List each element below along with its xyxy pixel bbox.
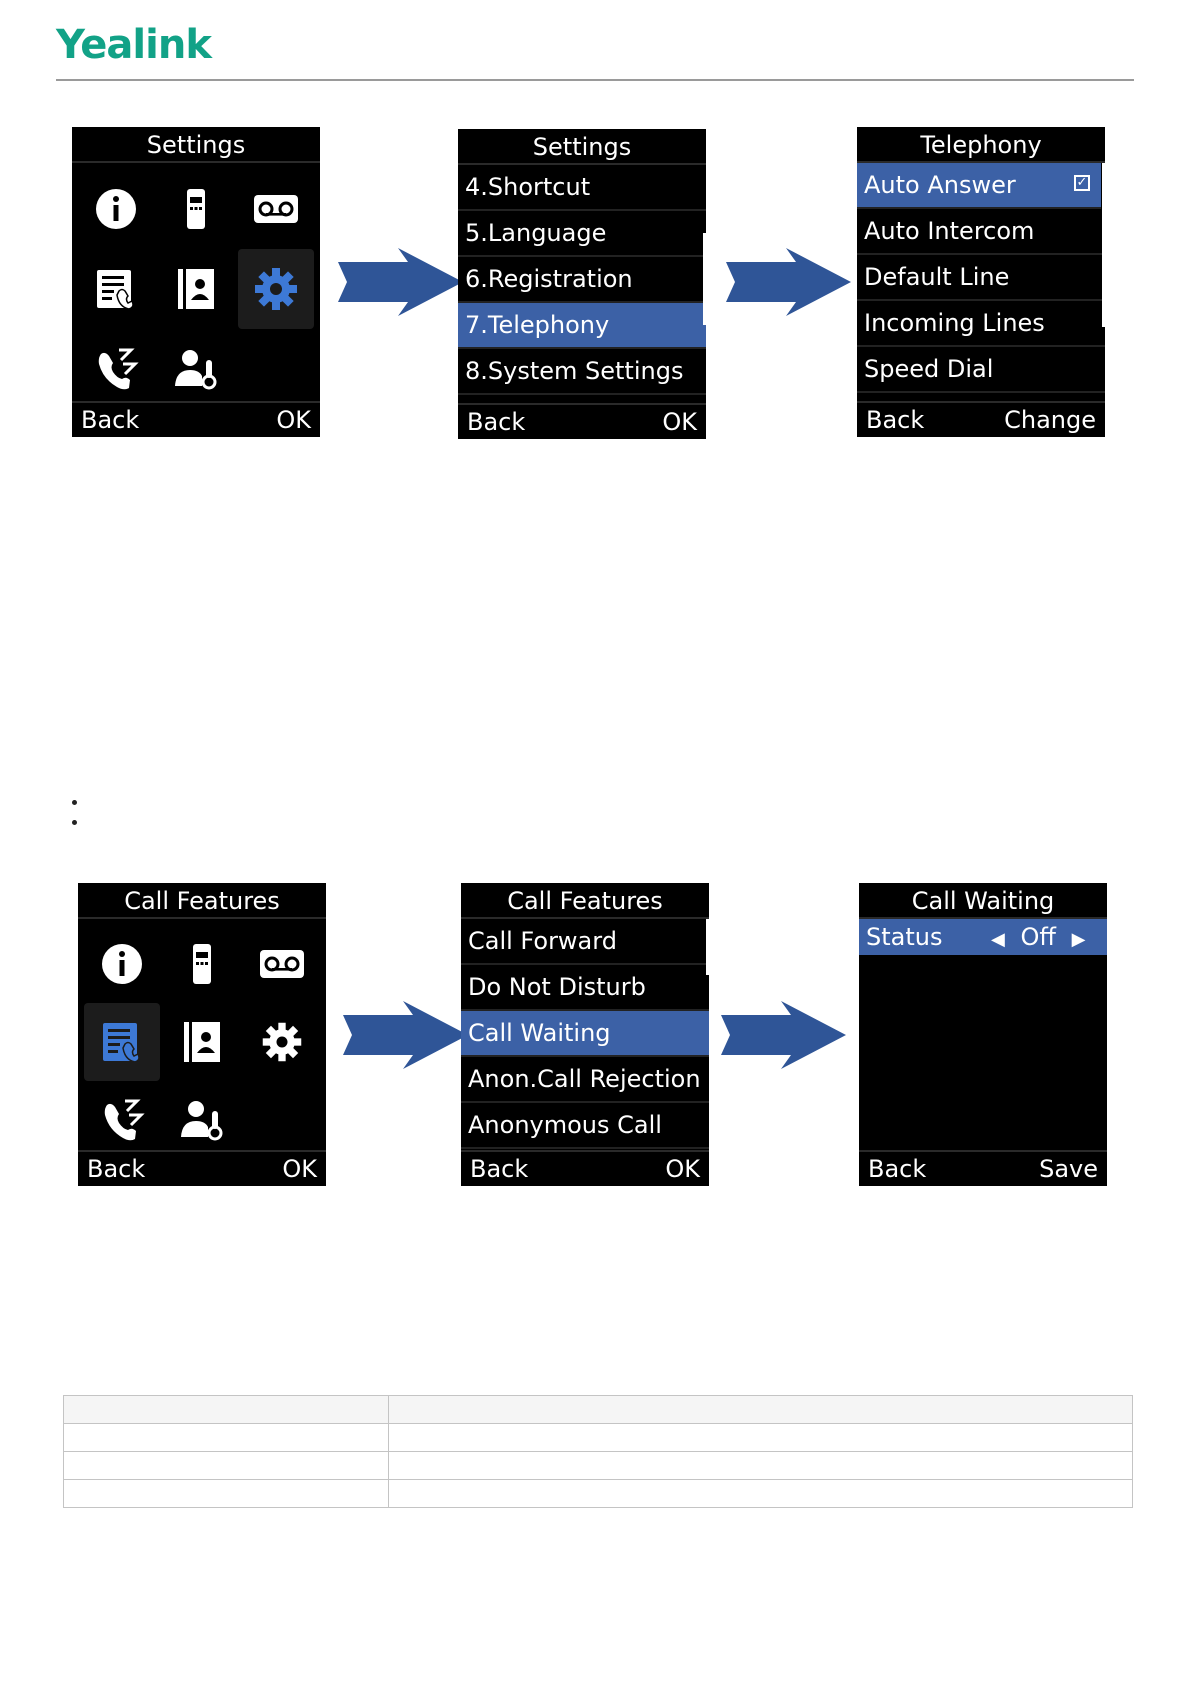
menu-item-call-waiting[interactable]: Call Waiting	[461, 1011, 709, 1057]
status-label: Status	[866, 923, 943, 951]
call-features-icon[interactable]	[78, 249, 154, 329]
contacts-icon[interactable]	[158, 249, 234, 329]
menu-item-auto-intercom[interactable]: Auto Intercom	[857, 209, 1105, 255]
table-cell	[63, 1479, 389, 1508]
ok-softkey[interactable]: OK	[662, 408, 697, 436]
screen-title: Settings	[72, 127, 320, 163]
call-features-list: Call Forward Do Not Disturb Call Waiting…	[461, 919, 709, 1149]
table-cell	[388, 1423, 1133, 1452]
admin-icon[interactable]	[158, 329, 234, 409]
screen-title: Call Features	[78, 883, 326, 919]
screen-title: Telephony	[857, 127, 1105, 163]
ok-softkey[interactable]: OK	[282, 1155, 317, 1183]
ok-softkey[interactable]: OK	[665, 1155, 700, 1183]
arrow-icon	[721, 1001, 846, 1069]
header-divider	[56, 79, 1134, 81]
back-softkey[interactable]: Back	[470, 1155, 529, 1183]
arrow-icon	[338, 248, 463, 316]
menu-item-system-settings[interactable]: 8.System Settings	[458, 349, 706, 395]
settings-gear-icon[interactable]	[238, 249, 314, 329]
table-cell	[388, 1395, 1133, 1424]
intercom-icon[interactable]	[84, 1081, 160, 1159]
status-field[interactable]: Status ◀ Off ▶	[859, 919, 1107, 955]
change-softkey[interactable]: Change	[1004, 406, 1096, 434]
menu-item-do-not-disturb[interactable]: Do Not Disturb	[461, 965, 709, 1011]
softkey-bar: Back OK	[72, 401, 320, 437]
menu-item-anon-call-rejection[interactable]: Anon.Call Rejection	[461, 1057, 709, 1103]
call-features-icon[interactable]	[84, 1003, 160, 1081]
left-arrow-icon[interactable]: ◀	[991, 929, 1005, 950]
softkey-bar: Back OK	[78, 1150, 326, 1186]
back-softkey[interactable]: Back	[868, 1155, 927, 1183]
table-row	[63, 1423, 1133, 1452]
status-value: Off	[1020, 923, 1056, 951]
menu-item-telephony[interactable]: 7.Telephony	[458, 303, 706, 349]
voicemail-icon[interactable]	[244, 925, 320, 1003]
bullet-marker	[72, 820, 77, 825]
table-row	[63, 1451, 1133, 1480]
settings-gear-icon[interactable]	[244, 1003, 320, 1081]
contacts-icon[interactable]	[164, 1003, 240, 1081]
voicemail-icon[interactable]	[238, 169, 314, 249]
menu-item-anonymous-call[interactable]: Anonymous Call	[461, 1103, 709, 1149]
table-row	[63, 1479, 1133, 1508]
table-cell	[63, 1395, 389, 1424]
fig2-call-features-icon-menu: Call Features Back OK	[78, 883, 326, 1186]
screen-title: Settings	[458, 129, 706, 165]
menu-item-call-forward[interactable]: Call Forward	[461, 919, 709, 965]
bullet-marker	[72, 800, 77, 805]
info-icon[interactable]	[78, 169, 154, 249]
arrow-icon	[726, 248, 851, 316]
menu-item-default-line[interactable]: Default Line	[857, 255, 1105, 301]
handset-icon[interactable]	[158, 169, 234, 249]
table-cell	[63, 1451, 389, 1480]
save-softkey[interactable]: Save	[1039, 1155, 1098, 1183]
table-cell	[388, 1479, 1133, 1508]
icon-grid	[78, 169, 314, 409]
back-softkey[interactable]: Back	[866, 406, 925, 434]
menu-item-registration[interactable]: 6.Registration	[458, 257, 706, 303]
table-cell	[388, 1451, 1133, 1480]
softkey-bar: Back OK	[458, 403, 706, 439]
menu-item-speed-dial[interactable]: Speed Dial	[857, 347, 1105, 393]
screen-title: Call Waiting	[859, 883, 1107, 919]
checkbox-checked-icon[interactable]: ✓	[1074, 175, 1090, 191]
parameter-table	[63, 1395, 1133, 1508]
softkey-bar: Back Save	[859, 1150, 1107, 1186]
fig1-settings-list: Settings 4.Shortcut 5.Language 6.Registr…	[458, 129, 706, 439]
item-label: Auto Answer	[864, 171, 1016, 199]
scrollbar[interactable]	[706, 919, 709, 975]
back-softkey[interactable]: Back	[81, 406, 140, 434]
screen-title: Call Features	[461, 883, 709, 919]
menu-item-incoming-lines[interactable]: Incoming Lines	[857, 301, 1105, 347]
fig1-settings-icon-menu: Settings Back OK	[72, 127, 320, 437]
fig2-call-features-list: Call Features Call Forward Do Not Distur…	[461, 883, 709, 1186]
softkey-bar: Back Change	[857, 401, 1105, 437]
softkey-bar: Back OK	[461, 1150, 709, 1186]
intercom-icon[interactable]	[78, 329, 154, 409]
fig2-call-waiting-screen: Call Waiting Status ◀ Off ▶ Back Save	[859, 883, 1107, 1186]
back-softkey[interactable]: Back	[467, 408, 526, 436]
scrollbar[interactable]	[1102, 163, 1105, 327]
admin-icon[interactable]	[164, 1081, 240, 1159]
menu-item-language[interactable]: 5.Language	[458, 211, 706, 257]
ok-softkey[interactable]: OK	[276, 406, 311, 434]
icon-grid	[84, 925, 320, 1159]
menu-item-auto-answer[interactable]: Auto Answer ✓	[857, 163, 1101, 209]
right-arrow-icon[interactable]: ▶	[1071, 929, 1086, 950]
settings-list: 4.Shortcut 5.Language 6.Registration 7.T…	[458, 165, 706, 395]
telephony-list: Auto Answer ✓ Auto Intercom Default Line…	[857, 163, 1105, 393]
status-value-selector[interactable]: ◀ Off ▶	[991, 919, 1085, 958]
menu-item-shortcut[interactable]: 4.Shortcut	[458, 165, 706, 211]
fig1-telephony-list: Telephony Auto Answer ✓ Auto Intercom De…	[857, 127, 1105, 437]
arrow-icon	[343, 1001, 468, 1069]
yealink-logo: Yealink	[56, 22, 212, 68]
back-softkey[interactable]: Back	[87, 1155, 146, 1183]
table-header-row	[63, 1395, 1133, 1424]
table-cell	[63, 1423, 389, 1452]
handset-icon[interactable]	[164, 925, 240, 1003]
info-icon[interactable]	[84, 925, 160, 1003]
scrollbar[interactable]	[703, 233, 706, 325]
